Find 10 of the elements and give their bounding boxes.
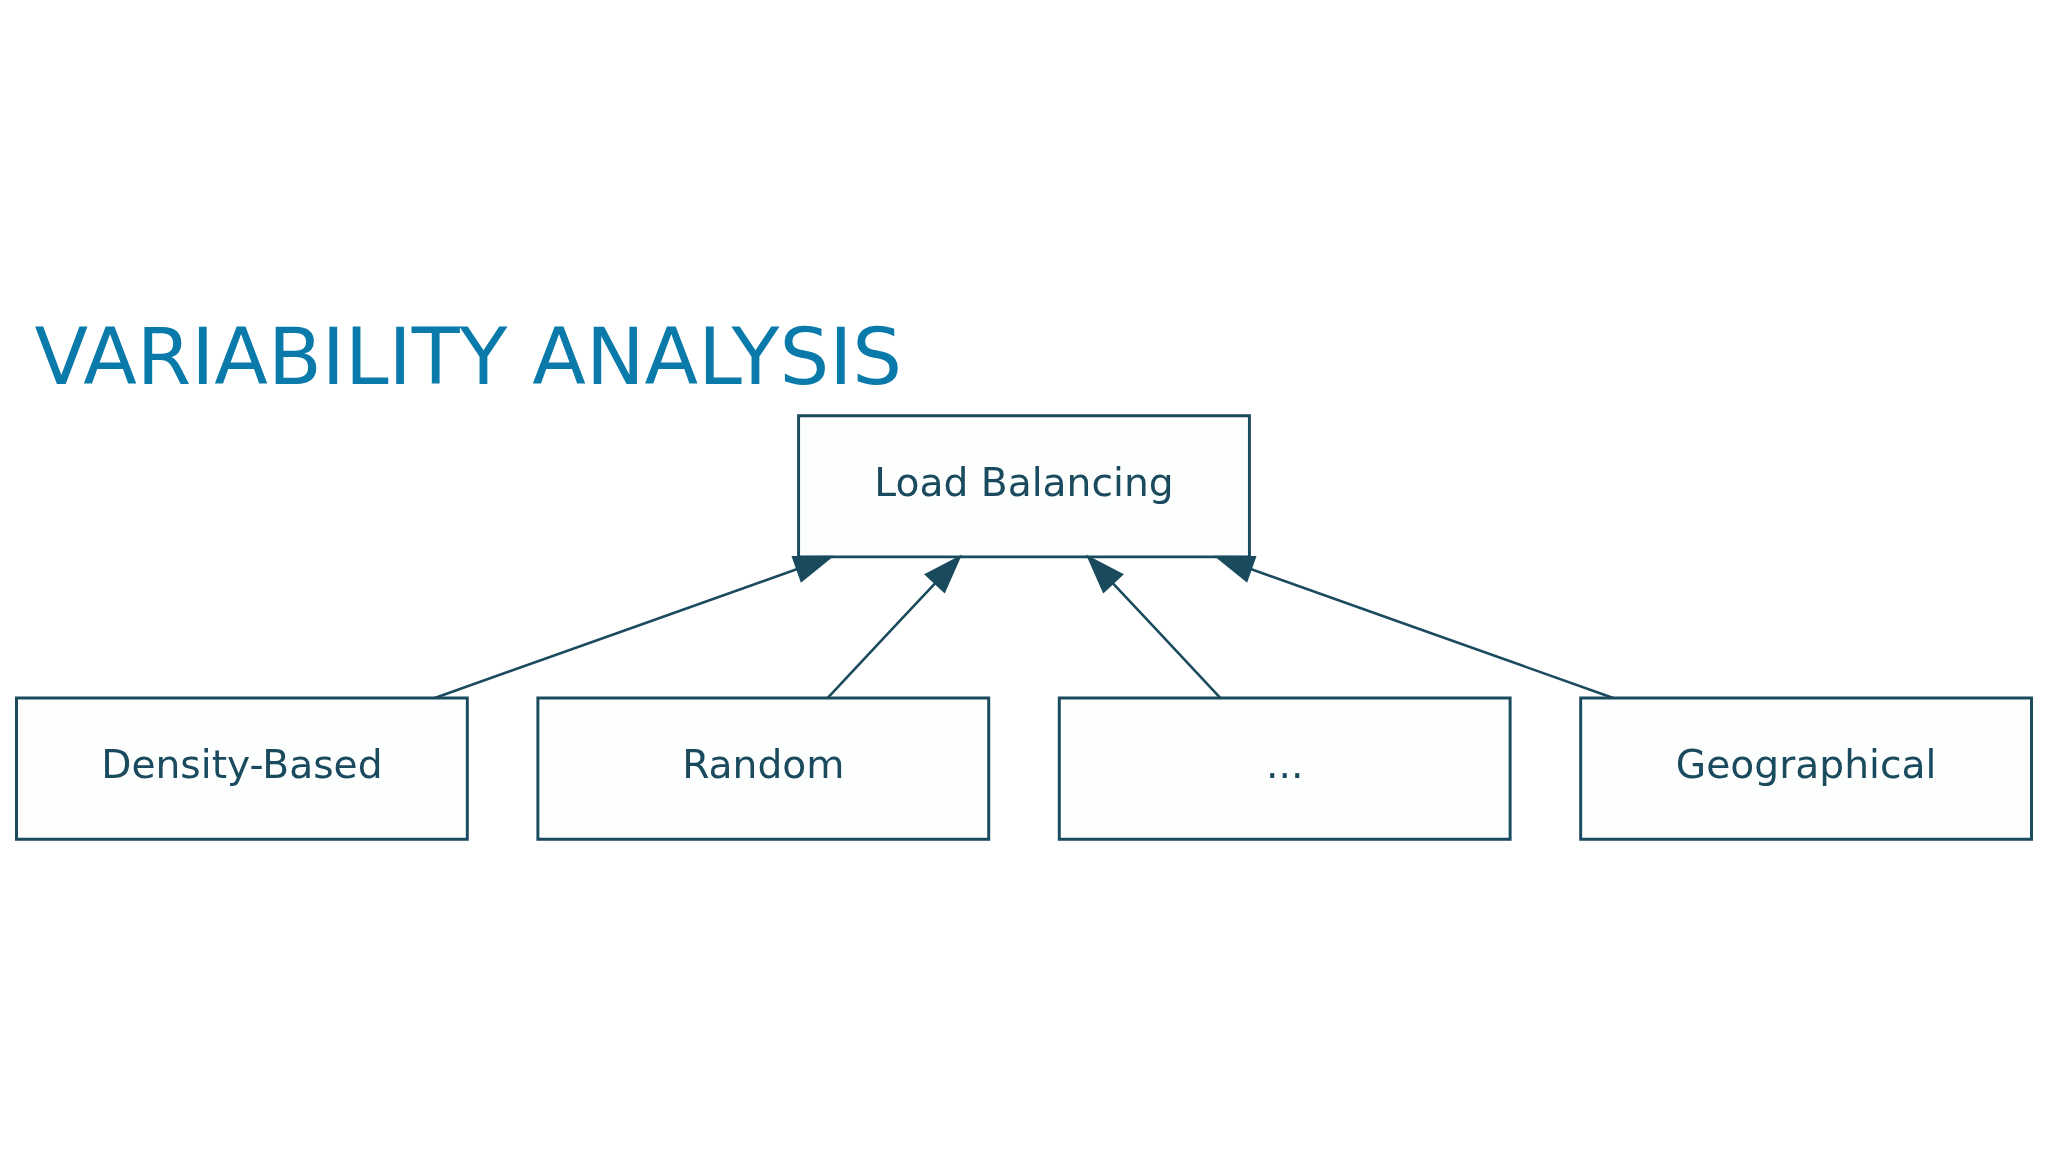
arrow (1085, 553, 1222, 699)
arrow (434, 555, 835, 699)
node-box: Density-Based (15, 696, 469, 841)
diagram-title: VARIABILITY ANALYSIS (34, 310, 903, 402)
arrow (826, 553, 963, 699)
node-box: Load Balancing (797, 413, 1251, 558)
node-box: ... (1057, 696, 1512, 841)
arrow (1213, 555, 1614, 699)
node-box: Geographical (1579, 696, 2033, 841)
node-box: Random (536, 696, 991, 841)
